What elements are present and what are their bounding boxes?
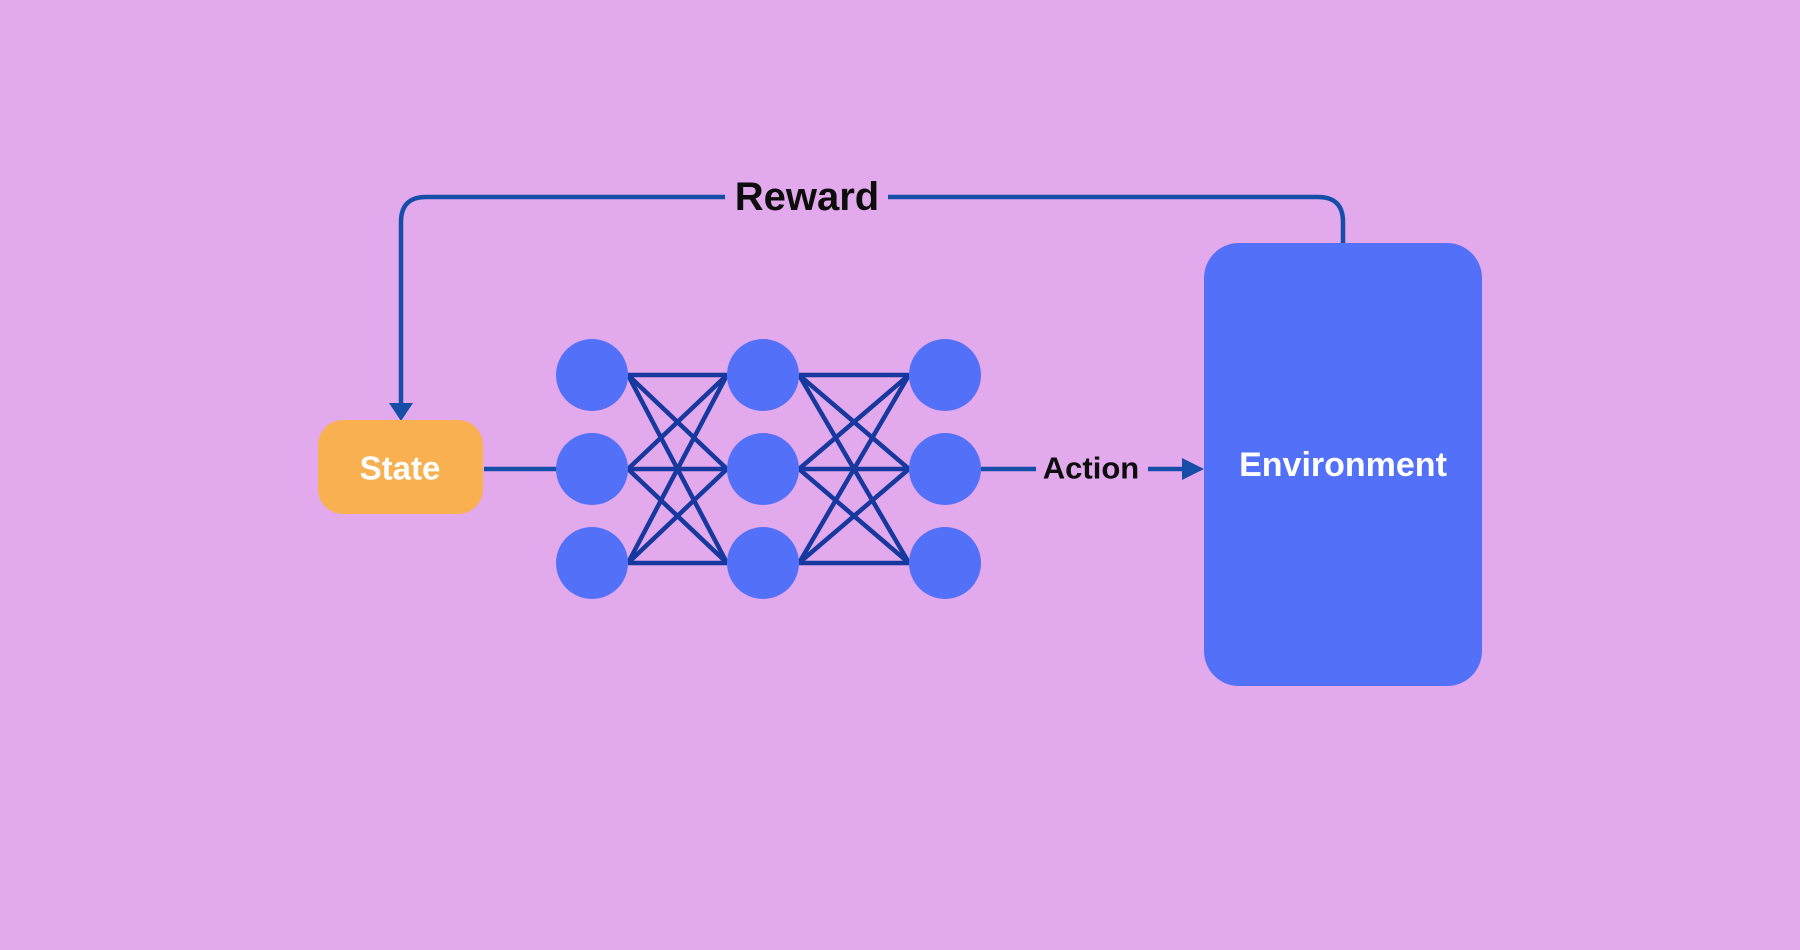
- network-node: [556, 433, 628, 505]
- network-node: [727, 339, 799, 411]
- network-connection: [797, 467, 911, 565]
- network-node: [727, 433, 799, 505]
- environment-box: [1204, 243, 1482, 686]
- reward-arrowhead-icon: [389, 403, 413, 421]
- environment-label: Environment: [1239, 446, 1447, 484]
- network-node: [727, 527, 799, 599]
- network-connection: [626, 373, 729, 565]
- reward-connector-right-segment: [888, 194, 1346, 247]
- network-connection: [626, 373, 729, 471]
- network-connection: [626, 467, 729, 565]
- reward-label: Reward: [735, 175, 880, 219]
- state-label: State: [360, 450, 441, 487]
- network-connection: [797, 373, 911, 565]
- policy-network: [556, 339, 981, 599]
- action-label: Action: [1043, 451, 1139, 486]
- state-box: [318, 420, 483, 514]
- network-node: [909, 527, 981, 599]
- reward-connector-left-segment: [398, 194, 725, 405]
- network-node: [909, 339, 981, 411]
- network-node: [909, 433, 981, 505]
- network-node: [556, 527, 628, 599]
- action-arrowhead-icon: [1182, 458, 1204, 480]
- network-node: [556, 339, 628, 411]
- network-connection: [797, 373, 911, 471]
